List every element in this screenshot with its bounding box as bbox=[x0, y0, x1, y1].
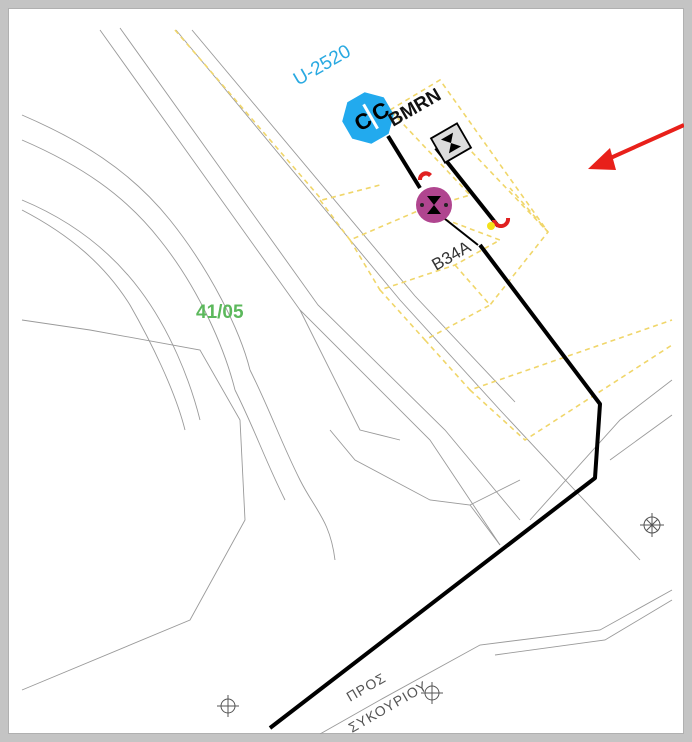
splice-node-icon bbox=[416, 187, 452, 223]
pointer-arrow bbox=[588, 123, 684, 170]
cabinet-code-label: BMRN bbox=[385, 85, 445, 132]
parcel-label: 41/05 bbox=[196, 302, 244, 323]
survey-marker-right bbox=[640, 513, 664, 537]
survey-marker-bottom-left bbox=[217, 695, 239, 717]
cable-route bbox=[268, 134, 602, 730]
map-sheet: C C U-2520 BMRN B34A 41/05 ΠΡΟΣ ΣΥΚΟΥΡΙΟ… bbox=[8, 8, 684, 734]
cable-connector bbox=[439, 214, 479, 246]
line-id-label: U-2520 bbox=[290, 41, 354, 90]
road-lines bbox=[21, 27, 673, 734]
transformer-icon bbox=[429, 122, 473, 164]
pole-code-label: B34A bbox=[429, 237, 475, 275]
survey-marker-bottom bbox=[421, 682, 443, 704]
cabinet-octagon-icon: C C bbox=[342, 92, 394, 144]
map-canvas: C C U-2520 BMRN B34A 41/05 ΠΡΟΣ ΣΥΚΟΥΡΙΟ… bbox=[21, 27, 684, 734]
cable-end-caps bbox=[417, 171, 511, 229]
yellow-marker bbox=[487, 222, 495, 230]
